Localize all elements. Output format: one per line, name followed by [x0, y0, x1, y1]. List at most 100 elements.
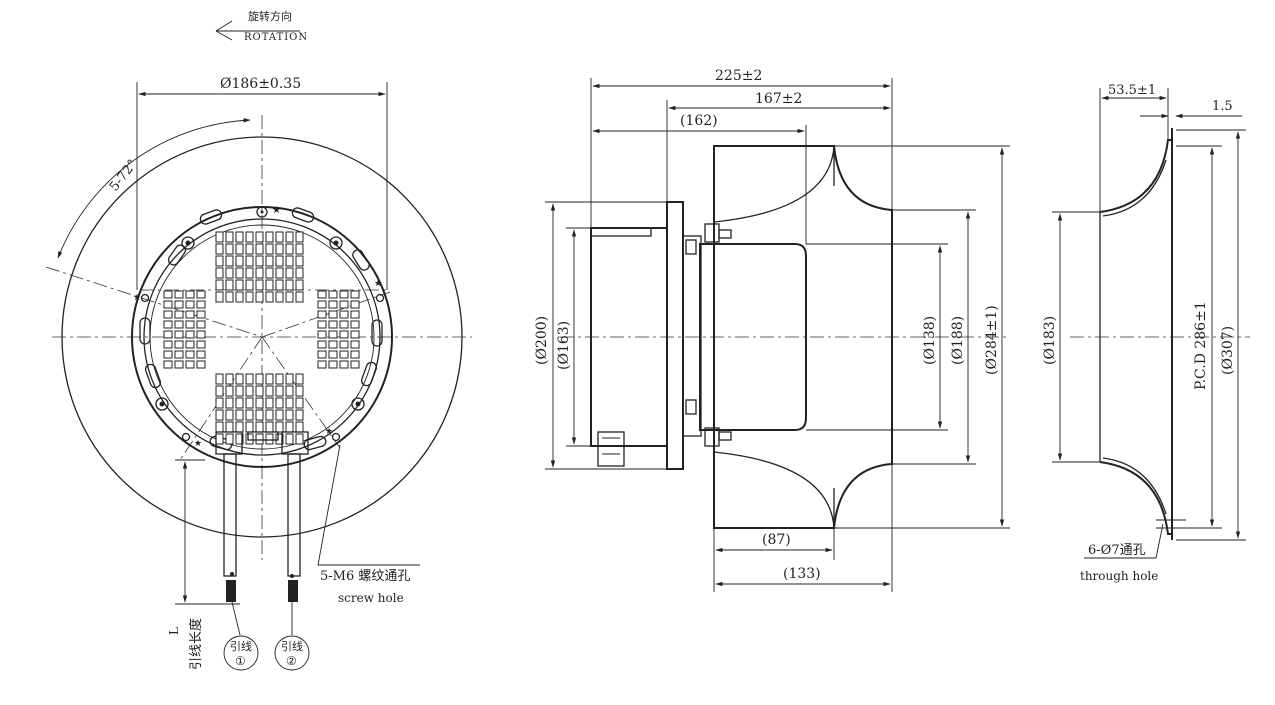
vent-slot: [215, 397, 224, 409]
vent-slot: [265, 243, 274, 255]
vent-slot: [265, 291, 274, 303]
vent-slot: [235, 433, 244, 445]
vent-slot: [295, 291, 304, 303]
vent-slot: [295, 243, 304, 255]
vent-slot: [295, 255, 304, 267]
vent-slot: [265, 409, 274, 421]
vent-slot: [196, 310, 206, 319]
vent-slot: [275, 397, 284, 409]
vent-slot: [235, 409, 244, 421]
side-dim-87: (87): [762, 532, 791, 548]
vent-slot: [265, 279, 274, 291]
shroud-outer-circle: [61, 136, 463, 538]
vent-slot: [245, 267, 254, 279]
vent-slot: [245, 433, 254, 445]
vent-slot: [185, 290, 195, 299]
vent-slot: [185, 330, 195, 339]
vent-slot: [163, 290, 173, 299]
vent-slot: [185, 300, 195, 309]
vent-slot: [285, 291, 294, 303]
vent-slot: [185, 320, 195, 329]
front-angle-label: 5-72°: [107, 157, 141, 194]
side-dia-200: (Ø200): [534, 316, 550, 365]
side-dim-133: (133): [783, 566, 821, 582]
vent-grid-top: [215, 231, 304, 303]
vent-slot: [328, 320, 338, 329]
vent-slot: [174, 340, 184, 349]
vent-slot: [215, 373, 224, 385]
vent-slot: [317, 350, 327, 359]
vent-slot: [225, 421, 234, 433]
vent-slot: [174, 300, 184, 309]
vent-slot: [350, 310, 360, 319]
vent-slot: [185, 350, 195, 359]
vent-slot: [339, 320, 349, 329]
side-dia-284: (Ø284±1): [984, 305, 1000, 375]
vent-slot: [245, 421, 254, 433]
vent-slot: [285, 231, 294, 243]
vent-slot: [328, 310, 338, 319]
vent-slot: [245, 255, 254, 267]
vent-slot: [275, 373, 284, 385]
vent-slot: [328, 360, 338, 369]
vent-slot: [185, 340, 195, 349]
vent-slot: [215, 291, 224, 303]
vent-slot: [265, 421, 274, 433]
vent-slot: [235, 385, 244, 397]
vent-slot: [225, 279, 234, 291]
vent-slot: [275, 385, 284, 397]
svg-text:★: ★: [374, 279, 382, 289]
front-lead-length-label: 引线长度: [188, 618, 204, 670]
ring-holes-label-cn: 6-Ø7通孔: [1088, 543, 1146, 558]
vent-slot: [215, 279, 224, 291]
svg-text:★: ★: [194, 439, 202, 449]
vent-slot: [317, 320, 327, 329]
vent-slot: [225, 397, 234, 409]
vent-grid-right: [317, 290, 360, 369]
vent-slot: [285, 243, 294, 255]
vent-slot: [350, 300, 360, 309]
ring-pcd-286: P.C.D 286±1: [1193, 301, 1209, 390]
vent-slot: [255, 421, 264, 433]
rim-slots: [139, 207, 383, 451]
vent-slot: [163, 310, 173, 319]
vent-slot: [255, 385, 264, 397]
vent-slot: [265, 385, 274, 397]
vent-slot: [285, 421, 294, 433]
lead1-number: ①: [235, 654, 246, 668]
vent-slot: [275, 243, 284, 255]
vent-slot: [215, 433, 224, 445]
vent-slot: [215, 255, 224, 267]
vent-slot: [317, 290, 327, 299]
front-dim-186: Ø186±0.35: [220, 76, 301, 92]
vent-slot: [275, 279, 284, 291]
vent-slot: [235, 255, 244, 267]
vent-slot: [196, 340, 206, 349]
vent-slot: [163, 300, 173, 309]
vent-slot: [265, 397, 274, 409]
vent-slot: [275, 231, 284, 243]
vent-slot: [245, 279, 254, 291]
ring-dia-307: (Ø307): [1220, 326, 1236, 375]
vent-slot: [350, 330, 360, 339]
side-dim-225: 225±2: [715, 68, 762, 84]
vent-slot: [225, 243, 234, 255]
vent-slot: [163, 340, 173, 349]
vent-slot: [285, 385, 294, 397]
vent-slot: [275, 291, 284, 303]
vent-slot: [235, 279, 244, 291]
vent-slot: [215, 267, 224, 279]
vent-slot: [196, 350, 206, 359]
vent-slot: [163, 350, 173, 359]
ring-dim-1-5: 1.5: [1212, 99, 1233, 114]
vent-slot: [255, 373, 264, 385]
vent-slot: [255, 267, 264, 279]
vent-slot: [328, 340, 338, 349]
vent-slot: [163, 330, 173, 339]
side-dim-167: 167±2: [755, 91, 802, 107]
vent-slot: [295, 231, 304, 243]
vent-slot: [295, 397, 304, 409]
vent-slot: [174, 360, 184, 369]
vent-slot: [255, 231, 264, 243]
vent-slot: [255, 409, 264, 421]
